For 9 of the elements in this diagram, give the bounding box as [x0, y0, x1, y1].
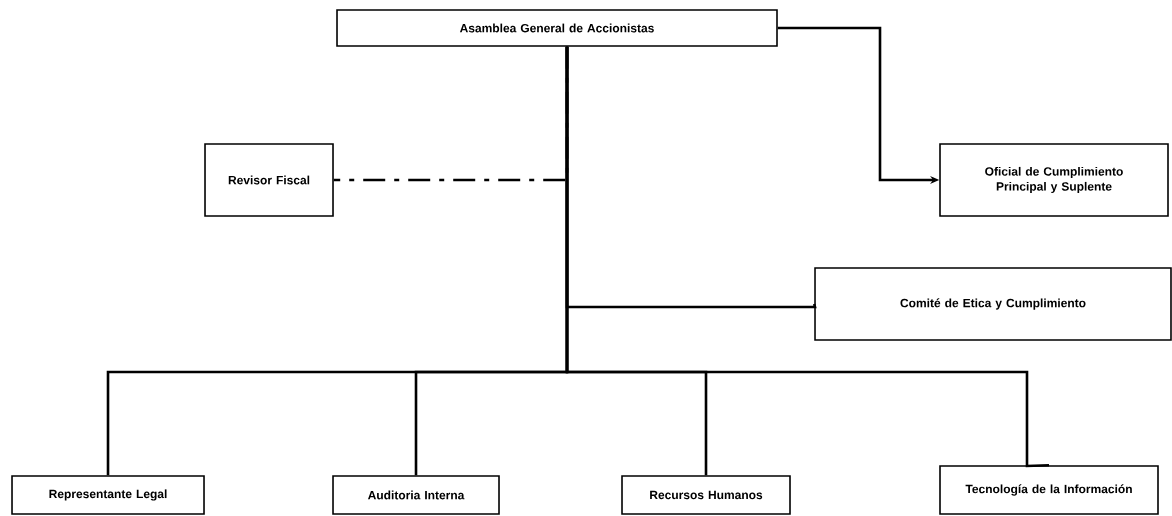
org-box: Representante Legal: [11, 475, 205, 515]
org-box: Comité de Etica y Cumplimiento: [814, 267, 1172, 341]
org-box: Oficial de Cumplimiento Principal y Suplente: [939, 143, 1169, 217]
org-box: Revisor Fiscal: [204, 143, 334, 217]
org-box: Auditoria Interna: [332, 475, 500, 515]
org-box: Asamblea General de Accionistas: [336, 9, 778, 47]
org-box: Recursos Humanos: [621, 475, 791, 515]
org-box: Tecnología de la Información: [939, 465, 1159, 515]
connector-line: [565, 46, 1050, 468]
